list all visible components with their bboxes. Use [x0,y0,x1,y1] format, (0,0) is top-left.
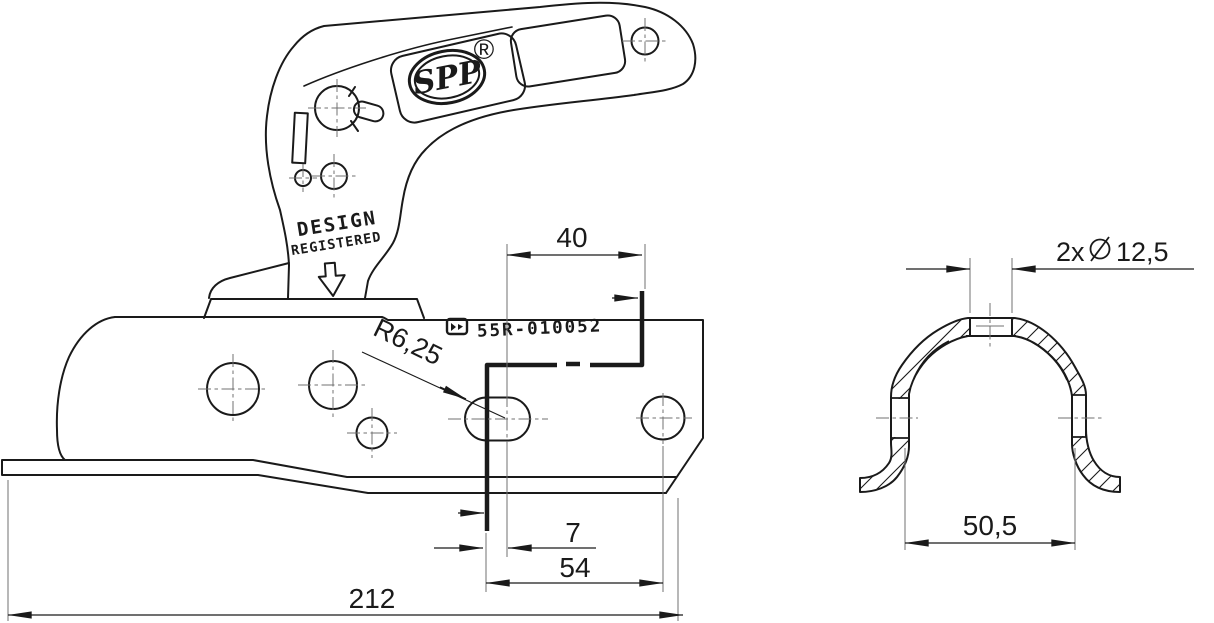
section-view [859,317,1121,493]
dimension-hole-spacing: 54 [485,552,664,587]
blank-panel [509,14,627,88]
hole-diameter-label: 12,5 [1116,237,1169,267]
dimension-slot-radius-label: R6,25 [369,313,447,372]
dimension-overall-length-label: 212 [349,583,396,614]
body-top-right-outline [114,316,704,494]
dimension-top-width-label: 40 [556,222,587,253]
spp-logo-panel [389,32,527,124]
handle-outline [264,1,697,299]
down-arrow-icon [317,261,346,297]
registered-trademark-icon: ® [474,34,495,65]
approval-number-text: 55R-010052 [477,316,603,341]
diameter-symbol-icon [1089,236,1111,262]
dimension-slot-offset-label: 7 [565,517,581,548]
jaw-plate-thick-edge [484,291,645,531]
centerlines [198,18,1102,458]
section-band-outline [859,317,1121,493]
socket-lip-lines [913,340,1068,381]
body-left-outline [55,316,116,461]
hole-count-label: 2x [1056,237,1085,267]
flange-strip [1,459,677,494]
approval-mark-icon [445,317,469,336]
side-view: SPP ® DESIGN REGISTERED [1,1,704,531]
dimension-hole-spacing-label: 54 [559,552,590,583]
dimension-overall-length: 212 [7,583,684,619]
collar-base-plate [203,298,425,319]
dimension-slot-offset: 7 [434,509,596,552]
dimension-top-width: 40 [506,222,643,302]
dimensions: 40 7 54 212 R6,25 2x [7,222,1194,619]
spring-bar [291,111,309,165]
handle-accent-line [303,26,513,87]
section-hole-edges [890,317,1087,439]
dimension-hole-diameter: 2x 12,5 [906,236,1194,273]
design-registered-stamp: DESIGN REGISTERED [290,207,383,259]
collar-wedge [208,262,290,299]
lever-tick-marks [348,86,359,132]
extension-lines [7,244,1076,621]
lock-lever [352,100,385,123]
dimension-inner-width-label: 50,5 [963,510,1018,541]
section-hatching [860,318,1120,492]
dimension-inner-width: 50,5 [904,510,1076,547]
